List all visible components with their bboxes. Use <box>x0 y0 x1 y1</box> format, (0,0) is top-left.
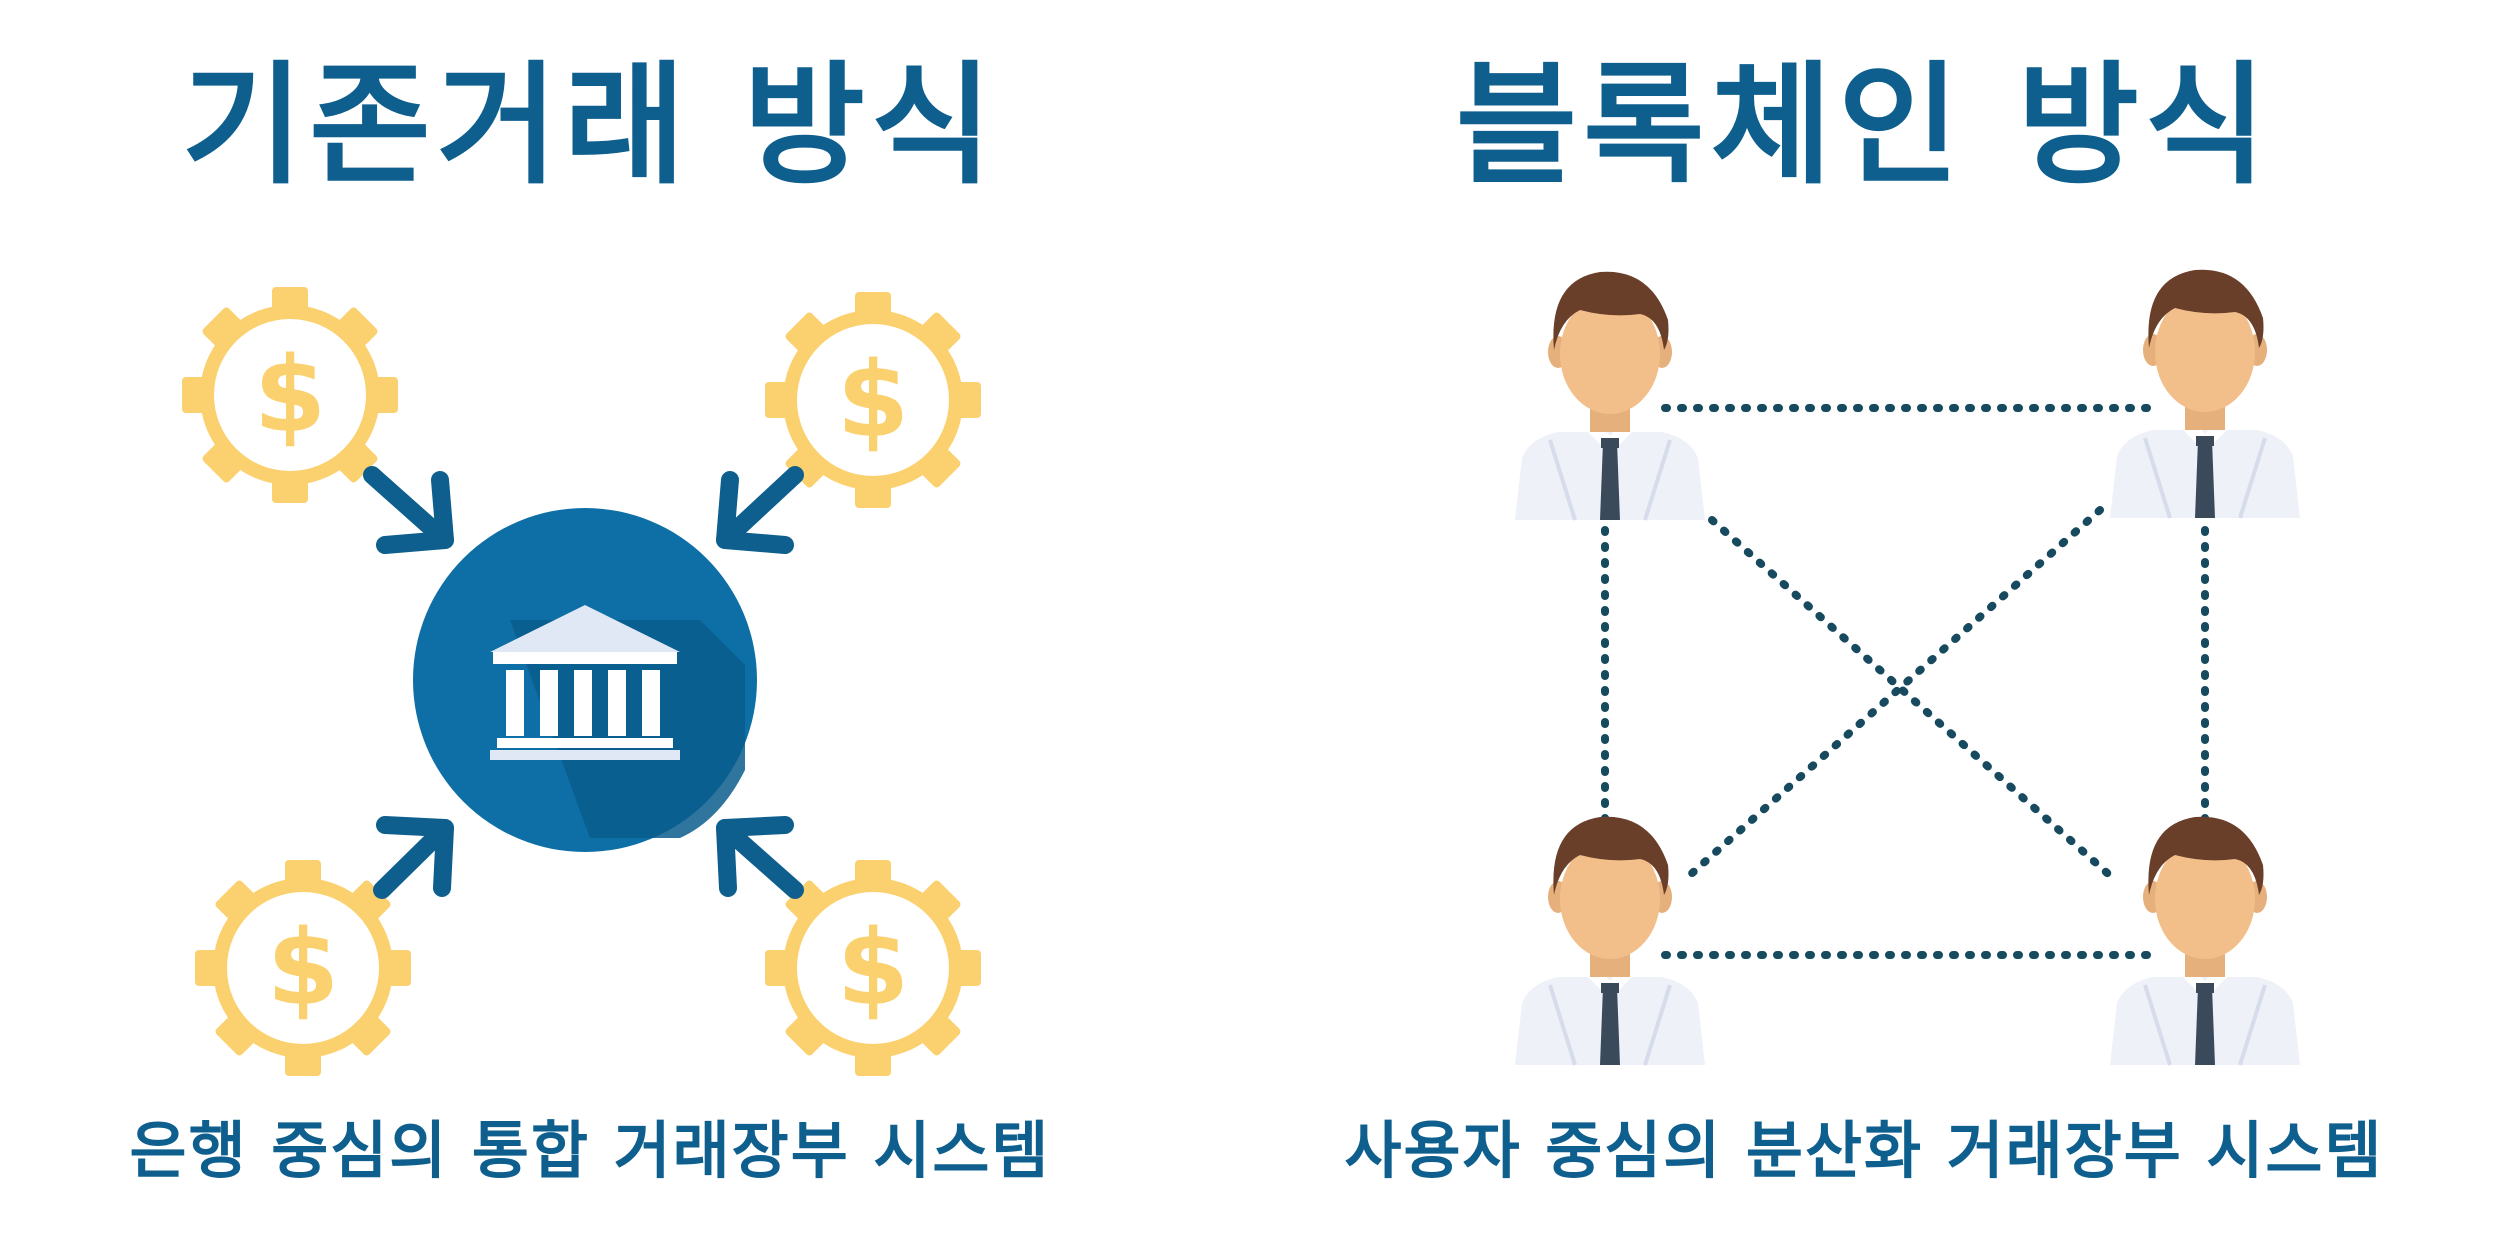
blockchain-title: 블록체인 방식 <box>1455 49 2273 203</box>
user-bottom-right <box>2108 814 2302 1067</box>
arrow-bottom-left <box>373 816 454 899</box>
traditional-title: 기존거래 방식 <box>181 49 999 203</box>
link-diagonal-a <box>1708 516 2119 884</box>
arrow-top-right <box>716 466 804 554</box>
arrows <box>363 466 804 899</box>
user-bottom-left <box>1513 814 1707 1067</box>
bank-icon <box>413 508 757 852</box>
traditional-caption: 은행 중심의 통합 거래장부 시스템 <box>129 1114 1051 1187</box>
arrow-bottom-right <box>716 816 804 899</box>
link-diagonal-b <box>1686 506 2104 879</box>
blockchain-caption: 사용자 중심의 분산화 거래장부 시스템 <box>1344 1114 2384 1187</box>
user-top-left <box>1513 269 1707 522</box>
network-links <box>1601 404 2209 959</box>
arrow-top-left <box>363 466 454 554</box>
user-top-right <box>2108 267 2302 520</box>
